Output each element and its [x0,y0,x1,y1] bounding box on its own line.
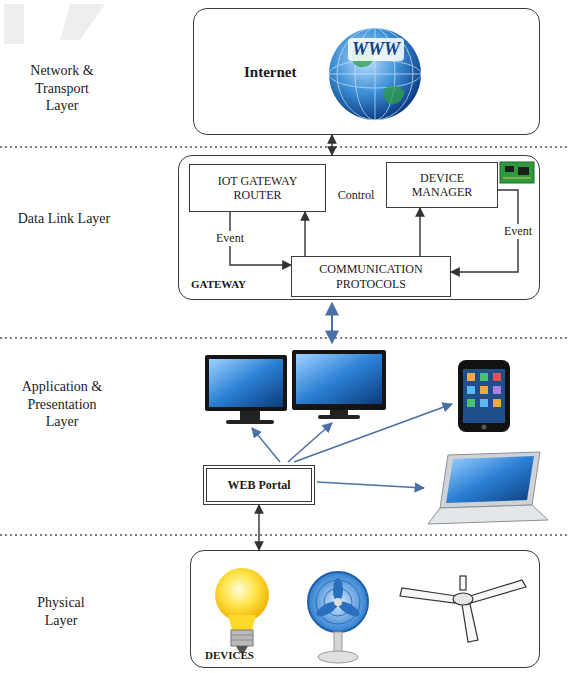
connector [258,505,259,550]
layer-arrow [331,303,333,343]
edge-label: Event [214,231,246,246]
flow-label: Control [332,188,380,203]
phone-icon [458,360,510,432]
connector [304,212,305,256]
laptop-icon [428,452,548,524]
web-portal-box: WEB Portal [203,465,315,505]
globe-icon [329,28,421,120]
circuit-board-icon [500,162,534,183]
table-fan-icon [308,572,368,663]
connector [419,208,420,256]
internet-band: Internet [193,8,540,135]
ceiling-fan-icon [400,576,526,642]
layer-name: Data Link Layer [4,210,124,228]
devices-band: DEVICES [190,550,540,668]
node-text: DEVICE MANAGER [395,171,489,200]
portal-link [252,404,452,488]
node-text: COMMUNICATION PROTOCOLS [300,262,442,291]
watermark-shape [4,4,105,44]
layer-separator [0,147,570,535]
node-text: DEVICES [205,649,254,662]
node-text: Internet [244,63,297,81]
edge-label: Event [502,224,534,239]
connector [331,135,332,155]
layer-name: Application & Presentation Layer [16,378,108,431]
monitor-icon [205,355,287,424]
tv-icon [292,350,386,419]
node-text: GATEWAY [191,278,246,291]
protocols-box: COMMUNICATION PROTOCOLS [291,256,451,297]
node-text: WEB Portal [228,478,291,492]
globe-text: WWW [348,38,404,61]
layer-name: Network & Transport Layer [22,62,102,115]
gateway-band: GATEWAY IOT GATEWAY ROUTER DEVICE MANAGER C… [178,155,540,300]
light-bulb-icon [215,568,269,653]
layer-name: Physical Layer [26,594,96,629]
device-manager-box: DEVICE MANAGER [386,162,498,208]
router-box: IOT GATEWAY ROUTER [189,164,326,212]
node-text: IOT GATEWAY ROUTER [198,174,317,203]
